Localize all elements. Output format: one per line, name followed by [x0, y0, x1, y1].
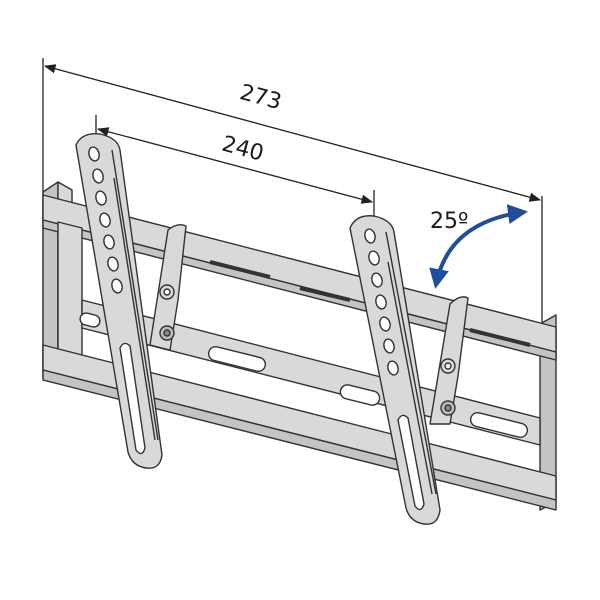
right-tilt-arm [349, 215, 469, 525]
dimension-line-240 [96, 127, 374, 204]
tilt-arrow-icon [429, 204, 528, 289]
tilt-angle-label: 25º [430, 209, 468, 234]
left-tilt-arm [75, 133, 187, 469]
dimension-label-240: 240 [219, 132, 266, 167]
dimension-label-273: 273 [237, 80, 284, 115]
